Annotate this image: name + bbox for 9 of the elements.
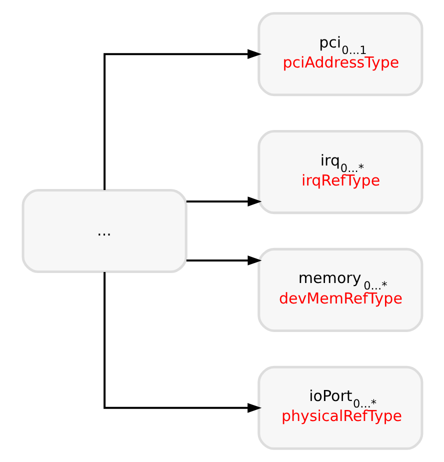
node-box: ioPort$_{0...*}$ physicalRefType <box>257 366 423 450</box>
arrow <box>186 256 262 266</box>
node-box: memory$_{0...*}$ devMemRefType <box>257 248 423 332</box>
arrow <box>103 272 262 413</box>
node-box: ... <box>21 188 187 274</box>
arrow <box>186 196 262 206</box>
arrow <box>103 49 262 190</box>
node-box: irq$_{0...*}$ irqRefType <box>257 130 423 214</box>
node-box: pci$_{0...1}$ pciAddressType <box>257 12 423 96</box>
